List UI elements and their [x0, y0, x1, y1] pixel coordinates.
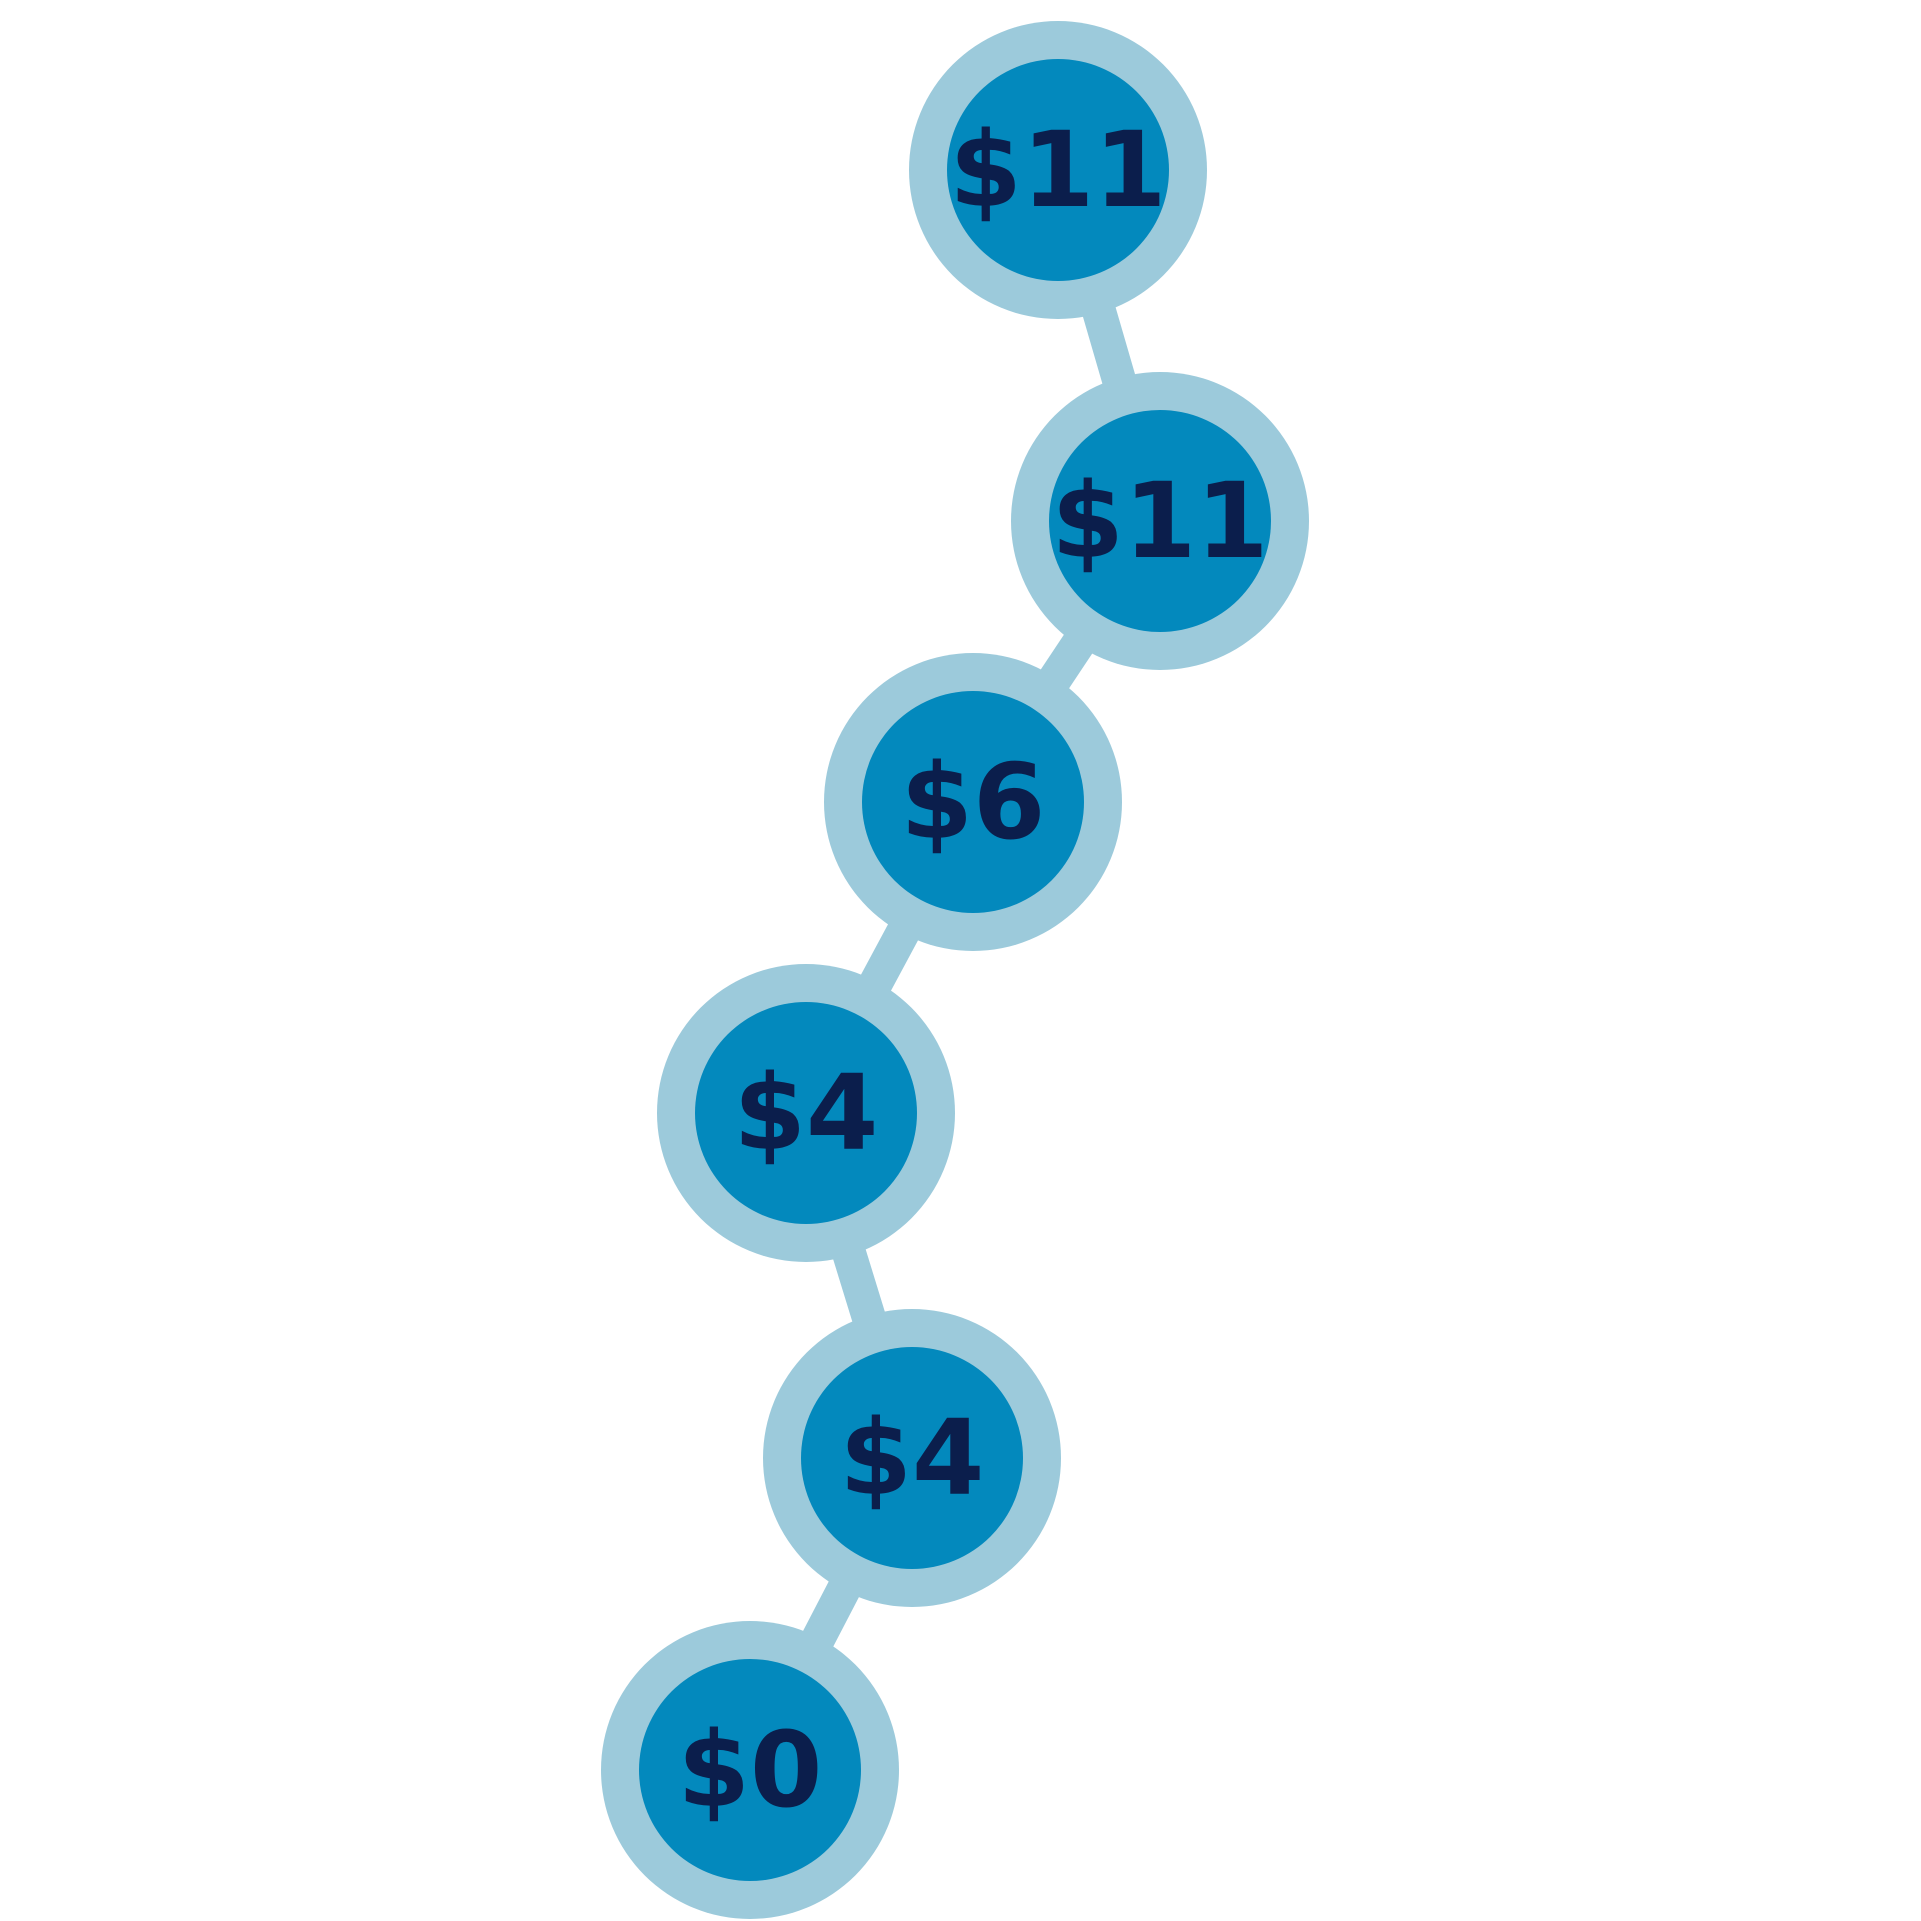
node-inner-circle — [947, 59, 1169, 281]
node-label: $4 — [734, 1052, 879, 1174]
node-inner-circle — [639, 1659, 861, 1881]
node-label: $4 — [840, 1397, 985, 1519]
nodes: $11 $11 $6 $4 $4 $0 — [601, 21, 1309, 1919]
node-label: $11 — [949, 109, 1166, 231]
node-inner-circle — [862, 691, 1084, 913]
node-label: $6 — [901, 741, 1046, 863]
price-node: $11 — [909, 21, 1207, 319]
node-label: $0 — [678, 1709, 823, 1831]
price-node: $0 — [601, 1621, 899, 1919]
price-node: $4 — [763, 1309, 1061, 1607]
price-node: $11 — [1011, 372, 1309, 670]
node-inner-circle — [801, 1347, 1023, 1569]
price-node: $6 — [824, 653, 1122, 951]
node-inner-circle — [695, 1002, 917, 1224]
price-node: $4 — [657, 964, 955, 1262]
node-label: $11 — [1051, 460, 1268, 582]
node-inner-circle — [1049, 410, 1271, 632]
